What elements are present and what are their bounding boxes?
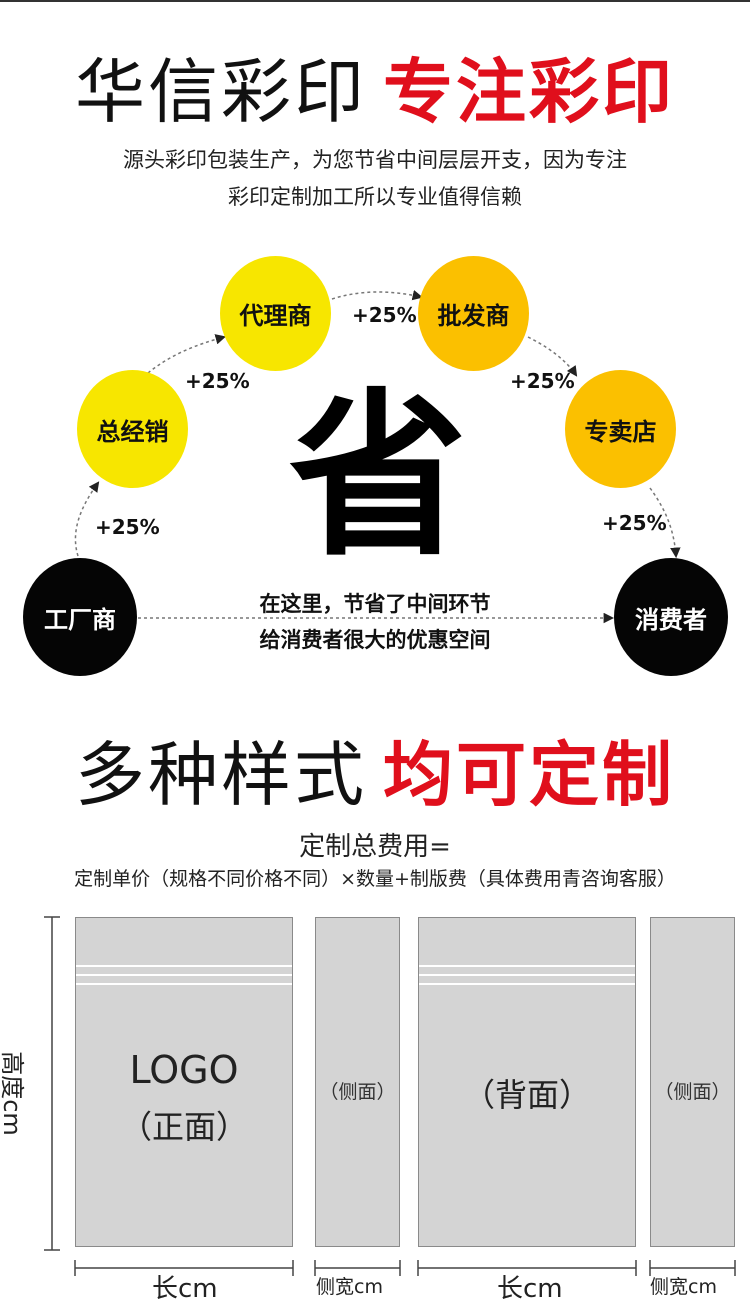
zipper-line [419, 983, 635, 985]
node-store-label: 专卖店 [584, 417, 657, 446]
save-character: 省 [289, 373, 467, 580]
arrow-wholesaler-to-store [527, 336, 578, 377]
header-subtitle-line2: 彩印定制加工所以专业值得信赖 [228, 185, 522, 209]
save-text-line1: 在这里，节省了中间环节 [259, 592, 491, 616]
zipper-line [76, 965, 292, 967]
node-agent-label: 代理商 [239, 302, 312, 330]
back-label: （背面） [462, 1076, 591, 1114]
flow-arrows [74, 290, 681, 624]
arrow-agent-to-wholesaler [331, 290, 424, 301]
formula-total: 定制总费用= [299, 832, 451, 862]
save-text-line2: 给消费者很大的优惠空间 [259, 628, 491, 652]
node-wholesaler: 批发商 [418, 256, 529, 371]
bag-back-panel: （背面） [418, 917, 636, 1247]
header-title: 华信彩印专注彩印 [0, 52, 750, 132]
header-subtitle-line1: 源头彩印包装生产，为您节省中间层层开支，因为专注 [123, 148, 627, 172]
markup-factory-distributor: +25% [95, 515, 160, 539]
side-label-left: （侧面） [319, 1081, 396, 1103]
markup-wholesaler-store: +25% [510, 369, 575, 393]
node-factory: 工厂商 [23, 558, 137, 676]
arrow-store-to-consumer [649, 487, 681, 559]
custom-title: 多种样式均可定制 [0, 735, 750, 815]
top-border-line [0, 0, 750, 2]
markup-agent-wholesaler: +25% [352, 303, 417, 327]
node-wholesaler-label: 批发商 [437, 302, 510, 330]
node-distributor-label: 总经销 [96, 417, 169, 446]
node-agent: 代理商 [220, 256, 331, 371]
height-label: 高度cm [0, 1051, 26, 1136]
zipper-line [76, 983, 292, 985]
side-width-label-right: 侧宽cm [650, 1276, 717, 1298]
node-store: 专卖店 [565, 370, 676, 488]
node-factory-label: 工厂商 [44, 605, 116, 634]
side-label-right: （侧面） [654, 1081, 731, 1103]
node-consumer: 消费者 [614, 558, 728, 676]
bag-side-panel-left: （侧面） [315, 917, 400, 1247]
node-distributor: 总经销 [77, 370, 188, 488]
front-label: （正面） [119, 1108, 248, 1146]
length-label-front: 长cm [152, 1274, 218, 1304]
custom-title-styles: 多种样式 [75, 734, 367, 816]
arrow-factory-to-distributor [74, 481, 100, 557]
bag-front-panel: LOGO （正面） [75, 917, 293, 1247]
front-logo: LOGO [129, 1048, 239, 1092]
markup-store-consumer: +25% [602, 511, 667, 535]
zipper-line [419, 974, 635, 976]
dimension-lines [44, 916, 736, 1276]
markup-distributor-agent: +25% [185, 369, 250, 393]
header-title-slogan: 专注彩印 [383, 51, 675, 133]
header-title-brand: 华信彩印 [75, 51, 367, 133]
node-consumer-label: 消费者 [635, 605, 707, 634]
length-label-back: 长cm [497, 1274, 563, 1304]
zipper-line [76, 974, 292, 976]
arrow-distributor-to-agent [147, 334, 227, 374]
side-width-label-left: 侧宽cm [316, 1276, 383, 1298]
custom-title-slogan: 均可定制 [383, 734, 675, 816]
bag-side-panel-right: （侧面） [650, 917, 735, 1247]
zipper-line [419, 965, 635, 967]
formula-detail: 定制单价（规格不同价格不同）×数量+制版费（具体费用青咨询客服） [74, 868, 676, 890]
